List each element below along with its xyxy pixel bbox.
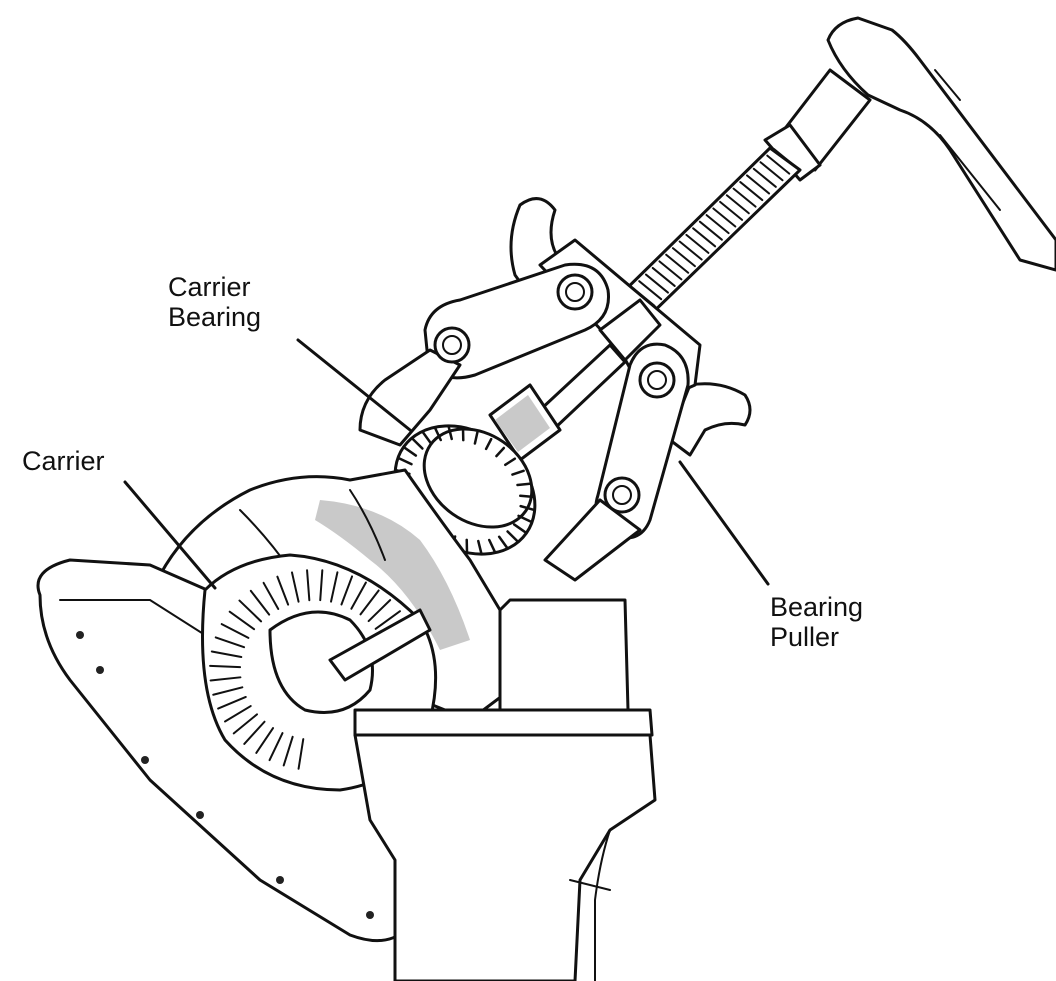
- puller-bolt-1: [433, 326, 471, 364]
- label-bearing-puller: Bearing Puller: [770, 592, 863, 652]
- leader-lines: [123, 338, 770, 590]
- ratchet-handle: [826, 16, 1056, 272]
- leader-carrier: [123, 480, 217, 590]
- forcing-screw-threads: [618, 148, 797, 320]
- bench-vise: [353, 598, 657, 981]
- puller-bolt-3: [638, 361, 676, 399]
- side-gear-teeth: [209, 569, 401, 770]
- label-carrier-bearing: Carrier Bearing: [168, 272, 261, 332]
- puller-bolt-2: [556, 273, 594, 311]
- carrier-window-gears: [201, 553, 438, 792]
- label-carrier-bearing-line2: Bearing: [168, 302, 262, 332]
- lower-screw-threads: [538, 343, 627, 430]
- ratchet-drive-socket: [763, 68, 872, 182]
- step-plate-adapter: [488, 383, 562, 462]
- puller-jaw-right: [668, 382, 752, 457]
- leader-carrier-bearing: [296, 338, 412, 432]
- label-carrier-bearing-line1: Carrier: [168, 272, 251, 302]
- forcing-screw: [613, 146, 802, 322]
- label-carrier: Carrier: [22, 446, 105, 476]
- label-bearing-puller-line2: Puller: [770, 622, 840, 652]
- label-carrier-text: Carrier: [22, 446, 105, 476]
- leader-bearing-puller: [678, 460, 770, 586]
- puller-bolt-4: [603, 476, 641, 514]
- label-bearing-puller-line1: Bearing: [770, 592, 864, 622]
- carrier-bearing: [393, 424, 537, 556]
